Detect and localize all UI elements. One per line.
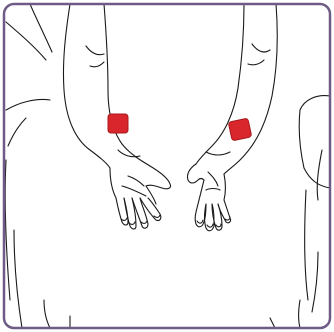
frame-background: [4, 4, 330, 328]
left-electrode-pad: [108, 114, 128, 133]
right-electrode-pad: [228, 118, 252, 141]
